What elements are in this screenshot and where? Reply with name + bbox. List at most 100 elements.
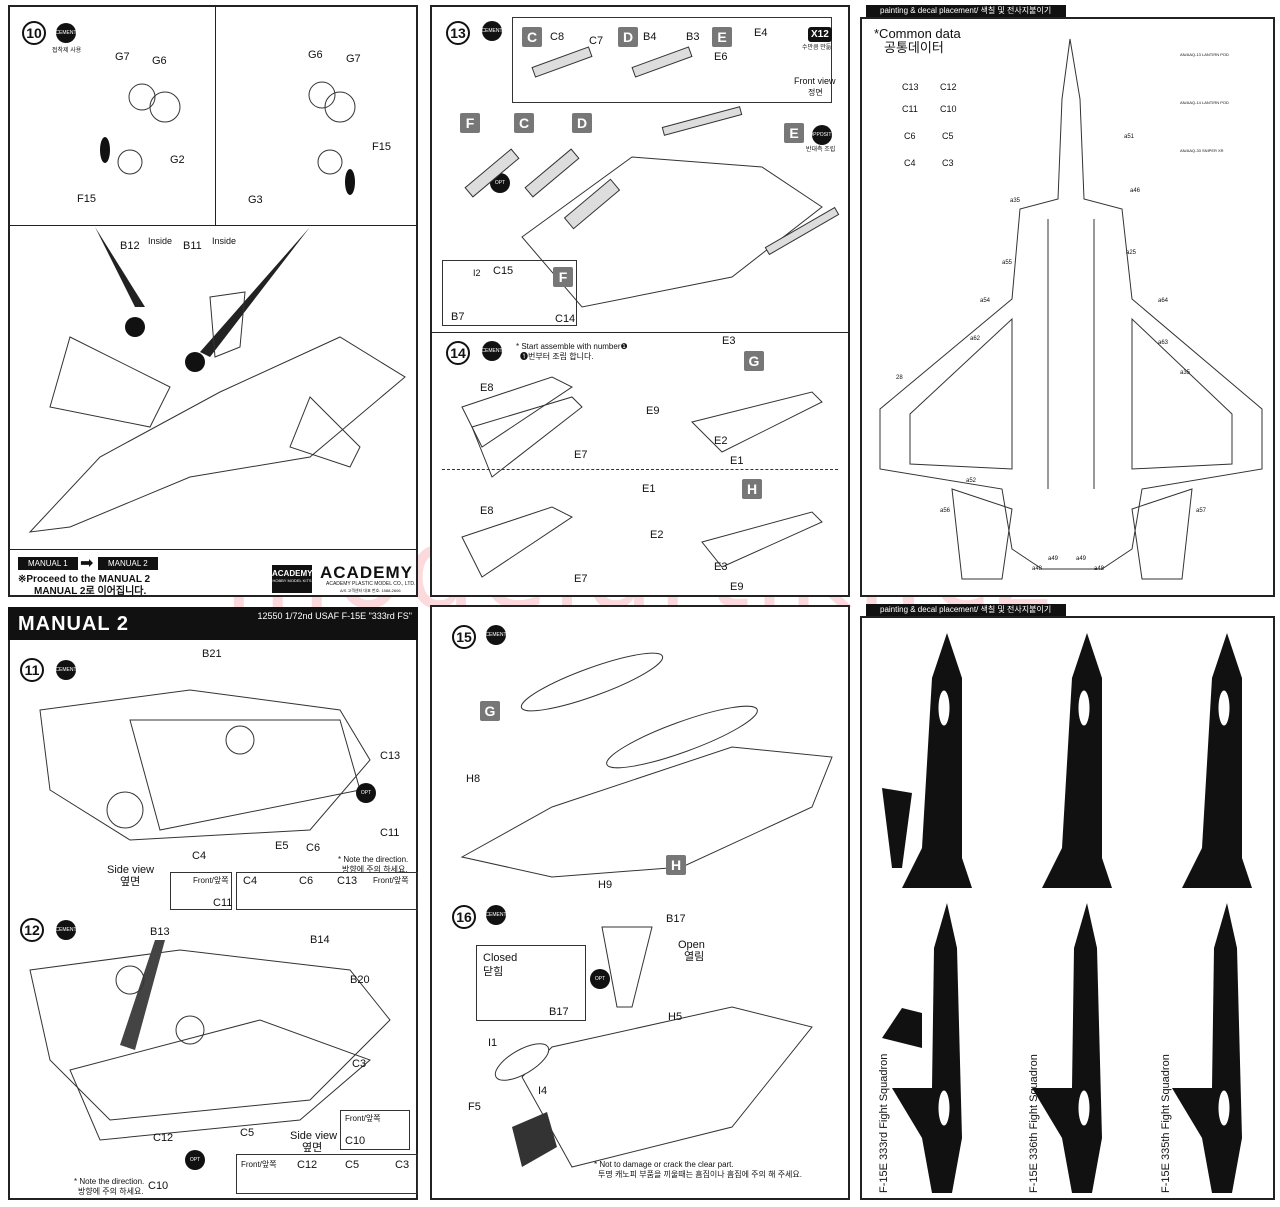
parts-strip xyxy=(512,17,832,103)
opposite-label-kr: 반대측 조립 xyxy=(806,147,836,153)
cement-icon: CEMENT xyxy=(481,21,503,41)
cement-icon: CEMENT xyxy=(485,905,507,925)
decal-number: a35 xyxy=(1180,370,1191,376)
part-label: B21 xyxy=(202,648,222,660)
decal-number: 28 xyxy=(896,375,903,381)
part-label: C11 xyxy=(213,897,233,909)
part-label: B3 xyxy=(686,31,700,43)
subassembly-f: F xyxy=(460,113,480,133)
step15-16-panel: 15 CEMENT G H H8 H9 16 CEMENT Closed 닫힘 … xyxy=(430,605,850,1200)
scheme-label: F-15E 333rd Fight Squadron xyxy=(878,1053,890,1193)
opt-icon: OPT xyxy=(590,969,610,989)
part-label: C5 xyxy=(345,1159,360,1171)
part-label: B4 xyxy=(643,31,657,43)
pod-label: AN/AAQ-33 SNIPER XR xyxy=(1180,148,1224,153)
start-note-kr: ❶번부터 조립 합니다. xyxy=(520,352,594,361)
decal-header-2: painting & decal placement/ 색칠 및 전사지붙이기 xyxy=(866,604,1066,616)
part-label: B11 xyxy=(183,240,202,252)
part-label: C4 xyxy=(243,875,258,887)
front-view-kr: 정면 xyxy=(808,88,823,97)
manual2-tab: MANUAL 2 xyxy=(98,557,158,570)
part-label: B7 xyxy=(451,311,465,323)
part-label: E1 xyxy=(730,455,744,467)
front-label: Front/앞쪽 xyxy=(193,876,229,885)
detail-inset: I2 C15 B7 C14 F xyxy=(442,260,577,326)
step13-14-panel: 13 CEMENT C D E C8 C7 B4 B3 E4 E6 X12 수만… xyxy=(430,5,850,597)
part-label: B20 xyxy=(350,974,370,986)
part-label: C10 xyxy=(148,1180,169,1192)
part-label: E7 xyxy=(574,449,588,461)
cement-label: 접착제 사용 xyxy=(52,48,82,54)
step-number: 11 xyxy=(20,658,44,682)
part-label: C12 xyxy=(297,1159,318,1171)
academy-as: A/S 고객센터 대표 번호: 1588-2606 xyxy=(340,588,401,593)
weapon-label: C4 xyxy=(904,158,916,168)
part-label: B17 xyxy=(549,1006,569,1018)
pod-label: AN/AAQ-13 LANTIRN POD xyxy=(1180,52,1229,57)
scheme-label: F-15E 335th Fight Squadron xyxy=(1160,1054,1172,1193)
closed-label: Closed xyxy=(483,952,518,964)
decal-panel-2: F-15E 333rd Fight Squadron F-15E 336th F… xyxy=(860,616,1275,1200)
part-label: F5 xyxy=(468,1101,481,1113)
decal-number: a35 xyxy=(1010,198,1021,204)
part-label: G2 xyxy=(170,154,185,166)
decal-number: a49 xyxy=(1076,556,1087,562)
manual2-header: MANUAL 2 12550 1/72nd USAF F-15E "333rd … xyxy=(8,607,418,641)
step-number: 14 xyxy=(446,341,470,365)
part-label: H9 xyxy=(598,879,613,891)
side-view-kr: 옆면 xyxy=(120,876,141,888)
part-label: E9 xyxy=(730,581,744,593)
part-label: B13 xyxy=(150,926,170,938)
side-view-label: Side view xyxy=(107,864,155,876)
part-label: E3 xyxy=(722,335,736,347)
decal-number: a49 xyxy=(1048,556,1059,562)
direction-box: Front/앞쪽 C11 xyxy=(170,872,232,910)
part-label: E8 xyxy=(480,382,494,394)
part-label: I4 xyxy=(538,1085,548,1097)
opt-icon: OPT xyxy=(356,783,376,803)
start-note: * Start assemble with number❶ xyxy=(516,342,628,351)
manual1-step10-panel: 10 CEMENT 접착제 사용 G7 G6 G2 F15 G6 G7 F15 … xyxy=(8,5,418,597)
decal-number: a55 xyxy=(1002,260,1013,266)
subassembly-f: F xyxy=(553,267,573,287)
academy-company: ACADEMY PLASTIC MODEL CO., LTD. xyxy=(326,581,416,587)
part-label: B17 xyxy=(666,913,686,925)
direction-box: C4 C6 C13 Front/앞쪽 xyxy=(236,872,418,910)
part-label: E2 xyxy=(714,435,728,447)
weapon-label: C11 xyxy=(902,104,918,114)
subassembly-e: E xyxy=(784,123,804,143)
decal-number: a52 xyxy=(966,478,977,484)
part-label: H8 xyxy=(466,773,481,785)
f15-top-view xyxy=(879,38,1263,580)
direction-box: Front/앞쪽 C12 C5 C3 xyxy=(236,1154,418,1194)
decal-header-1: painting & decal placement/ 색칠 및 전사지붙이기 xyxy=(866,5,1066,17)
part-label: E6 xyxy=(714,51,728,63)
step-number: 13 xyxy=(446,21,470,45)
decal-panel-1: *Common data 공통데이터 AN/AAQ-13 LANTIRN POD… xyxy=(860,17,1275,597)
x12-label-kr: 수만큼 만듦 xyxy=(802,45,832,51)
cement-icon: CEMENT xyxy=(55,23,77,43)
cement-icon: CEMENT xyxy=(55,660,77,680)
part-label: G6 xyxy=(308,49,323,61)
subassembly-g: G xyxy=(744,351,764,371)
part-label: B12 xyxy=(120,240,140,252)
front-label: Front/앞쪽 xyxy=(345,1114,381,1123)
manual1-tab: MANUAL 1 xyxy=(18,557,78,570)
proceed-note: ※Proceed to the MANUAL 2 xyxy=(18,574,151,585)
opt-icon: OPT xyxy=(185,1150,205,1170)
proceed-note-kr: MANUAL 2로 이어집니다. xyxy=(34,586,147,597)
subassembly-e: E xyxy=(712,27,732,47)
note-direction: * Note the direction. xyxy=(338,855,409,864)
step-number: 16 xyxy=(452,905,476,929)
part-label: C3 xyxy=(395,1159,410,1171)
part-label: F15 xyxy=(372,141,391,153)
note-direction-kr: 방향에 주의 하세요. xyxy=(78,1187,144,1196)
note-direction: * Note the direction. xyxy=(74,1177,145,1186)
aircraft-drawing xyxy=(28,81,406,533)
subassembly-d: D xyxy=(618,27,638,47)
direction-box: Front/앞쪽 C10 xyxy=(340,1110,410,1150)
part-label: C11 xyxy=(380,827,400,839)
open-label: Open xyxy=(678,939,705,951)
arrow-right-icon: ➡ xyxy=(80,555,94,572)
academy-logo: ACADEMY xyxy=(320,563,413,582)
